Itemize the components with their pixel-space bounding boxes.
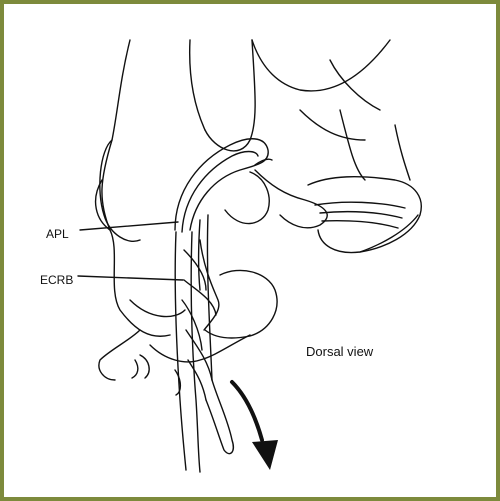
- apl-leader-line: [80, 222, 178, 230]
- ecrb-leader-line: [78, 276, 183, 280]
- forceps-icon: [255, 110, 421, 253]
- pull-direction-arrow-icon: [232, 382, 278, 470]
- apl-tendon: [175, 139, 272, 232]
- ecrb-label: ECRB: [40, 274, 73, 286]
- bone-outlines: [96, 40, 390, 395]
- apl-label: APL: [46, 228, 69, 240]
- view-caption: Dorsal view: [306, 345, 373, 358]
- anatomical-illustration: [4, 4, 496, 497]
- ecrb-tendon: [175, 215, 233, 472]
